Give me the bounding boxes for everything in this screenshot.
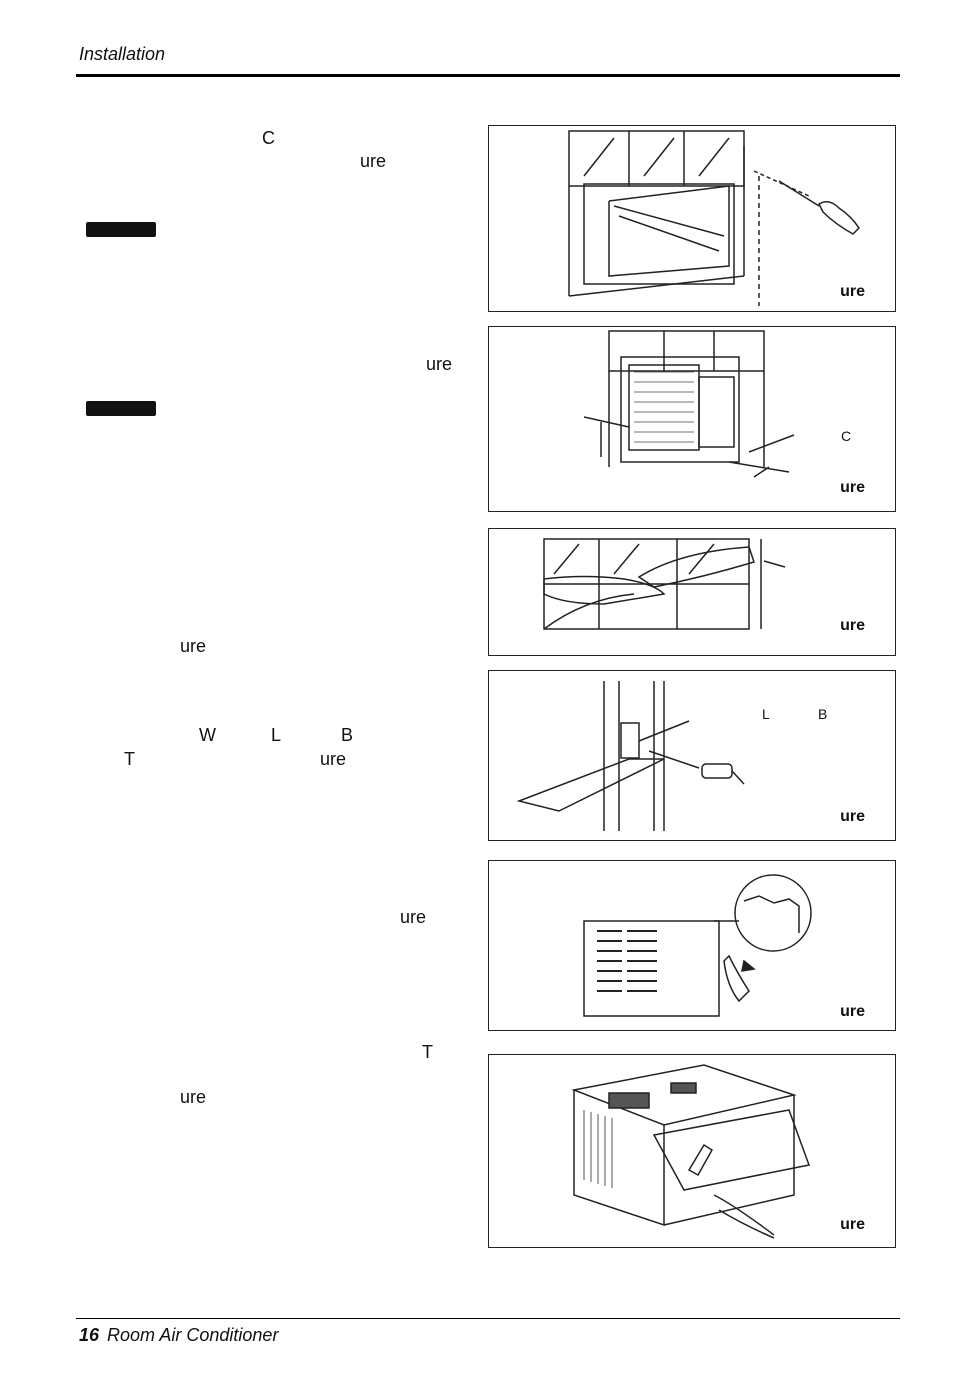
header-rule xyxy=(76,74,900,77)
step5-text-ure: ure xyxy=(400,907,427,927)
figure-5-label: ure xyxy=(840,1003,865,1020)
figure-2-callout-c: C xyxy=(841,428,852,444)
figure-2-panel: C ure xyxy=(488,326,896,512)
step1-text-c: C xyxy=(262,128,275,148)
footer-title: Room Air Conditioner xyxy=(107,1325,279,1345)
step4-text-w: W xyxy=(199,725,216,745)
step6-text-ure: ure xyxy=(180,1087,207,1107)
step4-text-l: L xyxy=(271,725,282,745)
step4-text-ure: ure xyxy=(320,749,347,769)
figure-4-illustration xyxy=(516,681,745,831)
figure-6-illustration xyxy=(571,1064,811,1239)
figure-1-label: ure xyxy=(840,283,865,300)
figure-3-label: ure xyxy=(840,617,865,634)
figure-6-panel: ure xyxy=(488,1054,896,1248)
figure-1-panel: ure xyxy=(488,125,896,312)
figure-5-illustration xyxy=(583,874,812,1017)
footer-rule xyxy=(76,1318,900,1319)
figure-2-label: ure xyxy=(840,479,865,496)
figure-2-illustration xyxy=(583,330,795,478)
note-badge-1 xyxy=(86,222,156,237)
figure-6-label: ure xyxy=(840,1216,865,1233)
step1-text-ure: ure xyxy=(360,151,387,171)
figure-3-illustration xyxy=(543,538,786,630)
note-badge-2 xyxy=(86,401,156,416)
step4-text-t: T xyxy=(124,749,135,769)
step4-text-b: B xyxy=(341,725,354,745)
figure-5-panel: ure xyxy=(488,860,896,1031)
figure-1-illustration xyxy=(568,130,860,306)
section-title: Installation xyxy=(79,44,166,64)
page-footer: 16 Room Air Conditioner xyxy=(79,1325,278,1346)
figure-4-label: ure xyxy=(840,808,865,825)
page-number: 16 xyxy=(79,1325,100,1345)
figure-3-panel: ure xyxy=(488,528,896,656)
step6-text-t: T xyxy=(422,1042,433,1062)
step2-text-ure: ure xyxy=(426,354,453,374)
figure-4-panel: L B ure xyxy=(488,670,896,841)
figure-4-callout-b: B xyxy=(818,706,828,722)
step3-text-ure: ure xyxy=(180,636,207,656)
figure-4-callout-l: L xyxy=(762,706,770,722)
